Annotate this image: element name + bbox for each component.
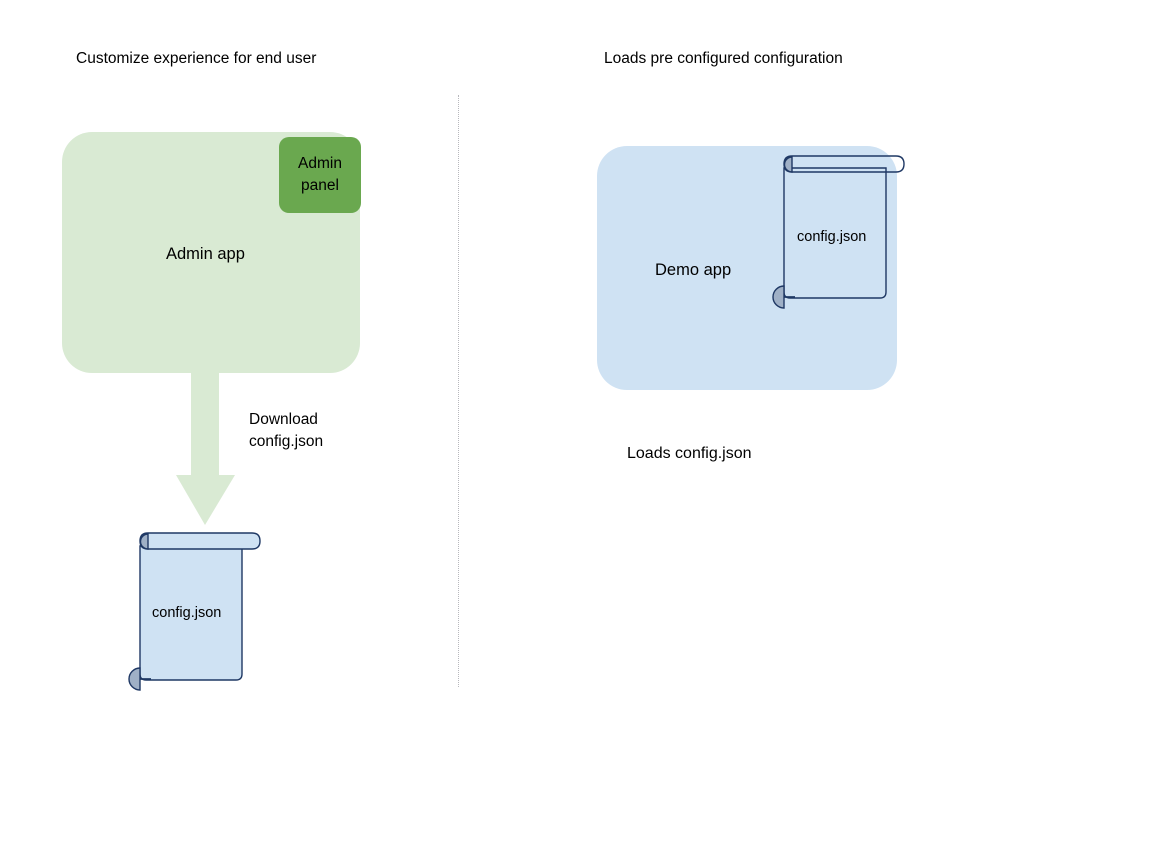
admin-panel-chip-line2: panel <box>301 177 339 194</box>
config-json-document-right <box>772 155 905 309</box>
left-panel-title: Customize experience for end user <box>76 50 317 67</box>
admin-panel-chip[interactable]: Admin panel <box>279 137 361 213</box>
admin-panel-chip-line1: Admin <box>298 155 342 172</box>
demo-app-container <box>597 146 897 390</box>
admin-app-label: Admin app <box>166 245 245 263</box>
download-arrow-icon <box>176 370 235 525</box>
config-json-document-left <box>128 532 261 691</box>
config-json-label-right: config.json <box>797 229 867 245</box>
download-caption-line1: Download <box>249 411 318 428</box>
demo-app-label: Demo app <box>655 261 732 279</box>
vertical-dotted-divider <box>458 95 459 687</box>
config-json-label-left: config.json <box>152 605 222 621</box>
admin-panel-chip-label: Admin panel <box>298 153 342 197</box>
loads-config-note: Loads config.json <box>627 445 752 462</box>
right-panel-title: Loads pre configured configuration <box>604 50 843 67</box>
download-caption-line2: config.json <box>249 433 324 450</box>
download-arrow-caption: Download config.json <box>249 409 323 453</box>
